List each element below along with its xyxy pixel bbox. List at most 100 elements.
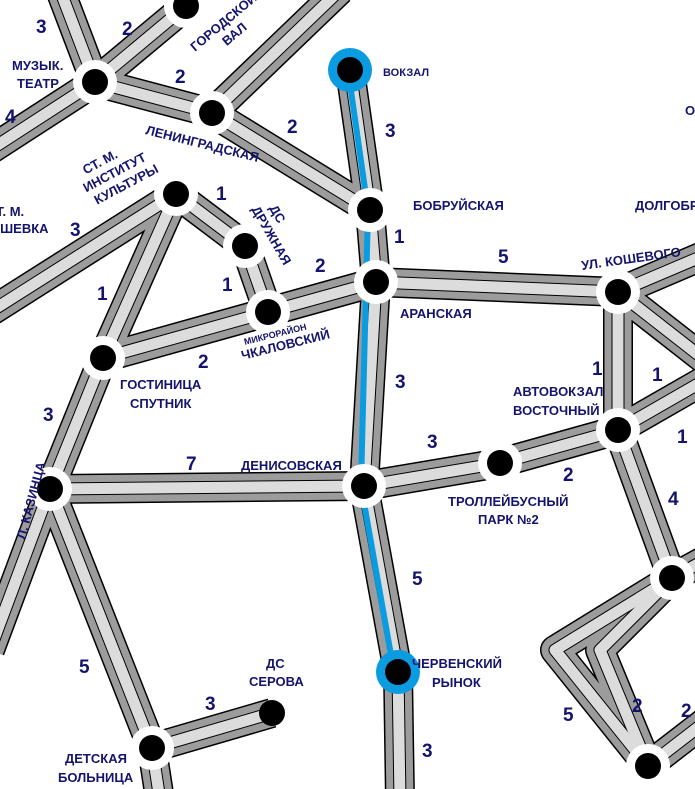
station-dot bbox=[90, 345, 116, 371]
road-segment bbox=[208, 0, 338, 117]
segment-count: 3 bbox=[70, 220, 81, 241]
segment-counts: 3 2 2 4 2 2 3 3 1 5 1 1 2 1 2 3 3 7 3 2 … bbox=[5, 17, 692, 762]
road-segment bbox=[0, 189, 179, 313]
station-marker[interactable] bbox=[354, 260, 398, 304]
segment-count: 5 bbox=[412, 569, 423, 590]
station-marker[interactable] bbox=[81, 336, 125, 380]
station-marker[interactable] bbox=[154, 172, 198, 216]
station-marker[interactable] bbox=[259, 700, 285, 726]
station-dot bbox=[259, 700, 285, 726]
station-marker[interactable] bbox=[73, 60, 117, 104]
station-dot bbox=[357, 197, 383, 223]
station-marker[interactable] bbox=[596, 408, 640, 452]
station-dot bbox=[255, 299, 281, 325]
road-segment bbox=[612, 428, 678, 580]
station-marker[interactable] bbox=[223, 224, 267, 268]
segment-count: 1 bbox=[222, 275, 233, 296]
road-segment bbox=[44, 486, 158, 751]
segment-count: 1 bbox=[677, 427, 688, 448]
label-grushevka[interactable]: Т. М. bbox=[0, 204, 24, 219]
label-aranskaya[interactable]: АРАНСКАЯ bbox=[400, 306, 472, 321]
segment-count: 4 bbox=[5, 107, 16, 128]
segment-count: 2 bbox=[681, 701, 692, 722]
station-marker[interactable] bbox=[626, 744, 670, 788]
station-dot bbox=[659, 565, 685, 591]
station-dot bbox=[385, 659, 411, 685]
segment-count: 2 bbox=[175, 67, 186, 88]
station-dot bbox=[173, 0, 199, 19]
segment-count: 3 bbox=[422, 741, 433, 762]
label-bobruiskaya[interactable]: БОБРУЙСКАЯ bbox=[413, 198, 504, 213]
road-segment bbox=[549, 573, 675, 770]
station-dot bbox=[139, 735, 165, 761]
segment-count: 2 bbox=[315, 256, 326, 277]
label-dolgobr[interactable]: ДОЛГОБР bbox=[635, 198, 695, 213]
station-marker[interactable] bbox=[246, 290, 290, 334]
station-dot bbox=[487, 450, 513, 476]
stations bbox=[28, 0, 694, 788]
station-marker[interactable] bbox=[596, 270, 640, 314]
segment-count: 2 bbox=[287, 117, 298, 138]
road-segment bbox=[44, 355, 109, 492]
station-marker[interactable] bbox=[348, 188, 392, 232]
segment-count: 1 bbox=[394, 227, 405, 248]
label-vokzal[interactable]: ВОКЗАЛ bbox=[383, 67, 429, 79]
label-sputnik[interactable]: ГОСТИНИЦА bbox=[120, 377, 202, 392]
label-detskaya[interactable]: ДЕТСКАЯ bbox=[65, 751, 127, 766]
label-trolleybus[interactable]: ТРОЛЛЕЙБУСНЫЙ bbox=[448, 494, 568, 509]
highlighted-route bbox=[345, 69, 371, 211]
segment-count: 5 bbox=[498, 247, 509, 268]
label-chervensky[interactable]: ЧЕРВЕНСКИЙ bbox=[412, 656, 502, 671]
road-segment bbox=[358, 485, 404, 673]
segment-count: 5 bbox=[79, 657, 90, 678]
label-avtovokzal-2[interactable]: ВОСТОЧНЫЙ bbox=[513, 403, 600, 418]
road-segment bbox=[594, 574, 676, 769]
segment-count: 2 bbox=[632, 696, 643, 717]
station-marker[interactable] bbox=[28, 467, 72, 511]
road-segment bbox=[209, 108, 373, 215]
station-dot bbox=[605, 279, 631, 305]
station-marker[interactable] bbox=[190, 91, 234, 135]
station-marker[interactable] bbox=[130, 726, 174, 770]
label-denisovskaya[interactable]: ДЕНИСОВСКАЯ bbox=[241, 458, 342, 473]
label-muzyk-teatr[interactable]: МУЗЫК. bbox=[12, 58, 63, 73]
segment-count: 1 bbox=[652, 365, 663, 386]
highlighted-route bbox=[358, 209, 371, 487]
road-segment bbox=[49, 480, 365, 495]
label-avtovokzal[interactable]: АВТОВОКЗАЛ bbox=[513, 384, 603, 399]
road-segment bbox=[363, 457, 501, 492]
station-marker[interactable] bbox=[328, 48, 372, 92]
segment-count: 3 bbox=[395, 372, 406, 393]
station-marker[interactable] bbox=[650, 556, 694, 600]
road-segment bbox=[375, 276, 619, 298]
label-edge: О bbox=[685, 103, 695, 118]
label-serova[interactable]: ДС bbox=[266, 656, 285, 671]
segment-count: 5 bbox=[563, 705, 574, 726]
label-sputnik-2[interactable]: СПУТНИК bbox=[130, 396, 191, 411]
station-dot bbox=[163, 181, 189, 207]
station-dot bbox=[337, 57, 363, 83]
label-grushevka-2[interactable]: УШЕВКА bbox=[0, 221, 49, 236]
segment-count: 4 bbox=[668, 489, 679, 510]
station-dot bbox=[232, 233, 258, 259]
label-muzyk-teatr-2[interactable]: ТЕАТР bbox=[17, 76, 59, 91]
segment-count: 3 bbox=[36, 17, 47, 38]
label-detskaya-2[interactable]: БОЛЬНИЦА bbox=[58, 770, 134, 785]
station-dot bbox=[37, 476, 63, 502]
station-marker[interactable] bbox=[376, 650, 420, 694]
station-dot bbox=[82, 69, 108, 95]
label-trolleybus-2[interactable]: ПАРК №2 bbox=[478, 512, 539, 527]
station-dot bbox=[605, 417, 631, 443]
label-serova-2[interactable]: СЕРОВА bbox=[249, 674, 304, 689]
segment-count: 2 bbox=[122, 19, 133, 40]
station-marker[interactable] bbox=[478, 441, 522, 485]
segment-count: 2 bbox=[563, 465, 574, 486]
label-chervensky-2[interactable]: РЫНОК bbox=[432, 675, 481, 690]
station-marker[interactable] bbox=[342, 464, 386, 508]
segment-count: 7 bbox=[186, 454, 197, 475]
station-marker[interactable] bbox=[164, 0, 208, 28]
station-dot bbox=[351, 473, 377, 499]
segment-count: 1 bbox=[216, 184, 227, 205]
segment-count: 3 bbox=[43, 405, 54, 426]
